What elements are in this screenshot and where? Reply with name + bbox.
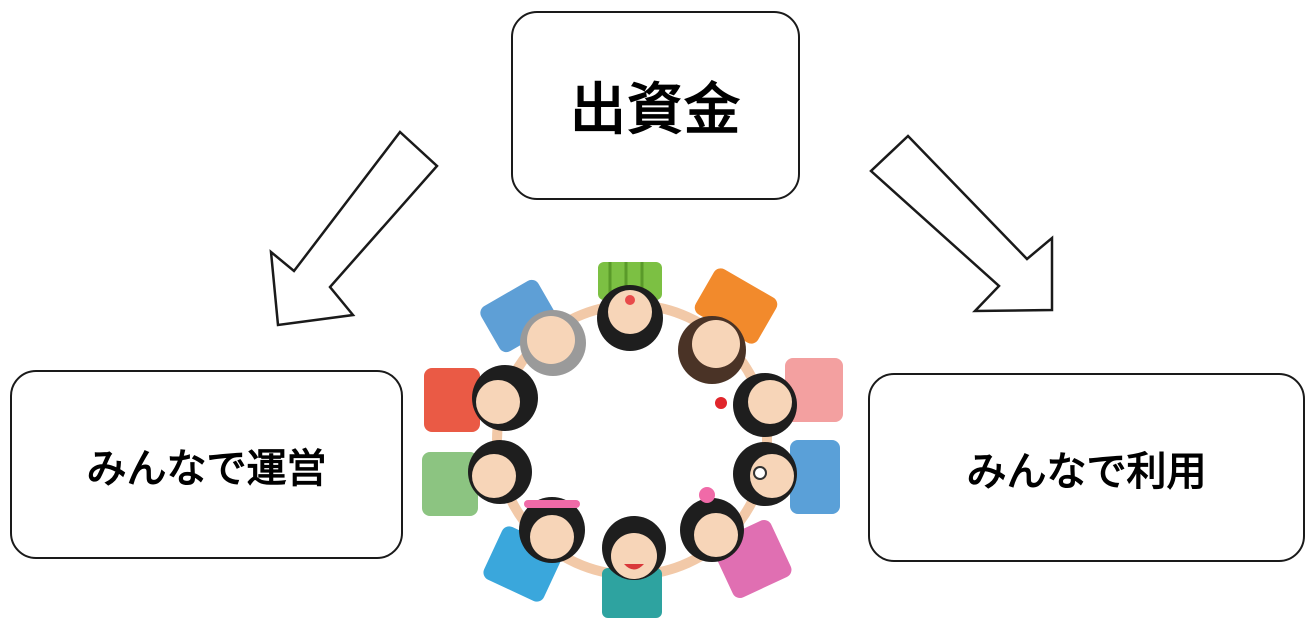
node-use-together: みんなで利用 [868,373,1305,562]
child-figure [733,440,840,514]
child-figure [602,516,666,618]
node-capital: 出資金 [511,11,800,200]
child-figure [483,497,585,602]
child-figure [715,358,843,437]
child-figure [424,365,538,432]
arrow-to-left-icon [269,130,439,327]
arrow-to-right-icon [869,134,1054,313]
node-capital-label: 出資金 [570,78,741,143]
child-figure [678,268,778,384]
node-use-together-label: みんなで利用 [966,448,1207,495]
child-figure [680,487,792,598]
children-circle-illustration [422,262,843,618]
node-run-together: みんなで運営 [10,370,403,559]
child-figure [422,440,532,516]
node-run-together-label: みんなで運営 [86,445,327,492]
child-figure [597,262,663,351]
child-figure [480,279,586,376]
